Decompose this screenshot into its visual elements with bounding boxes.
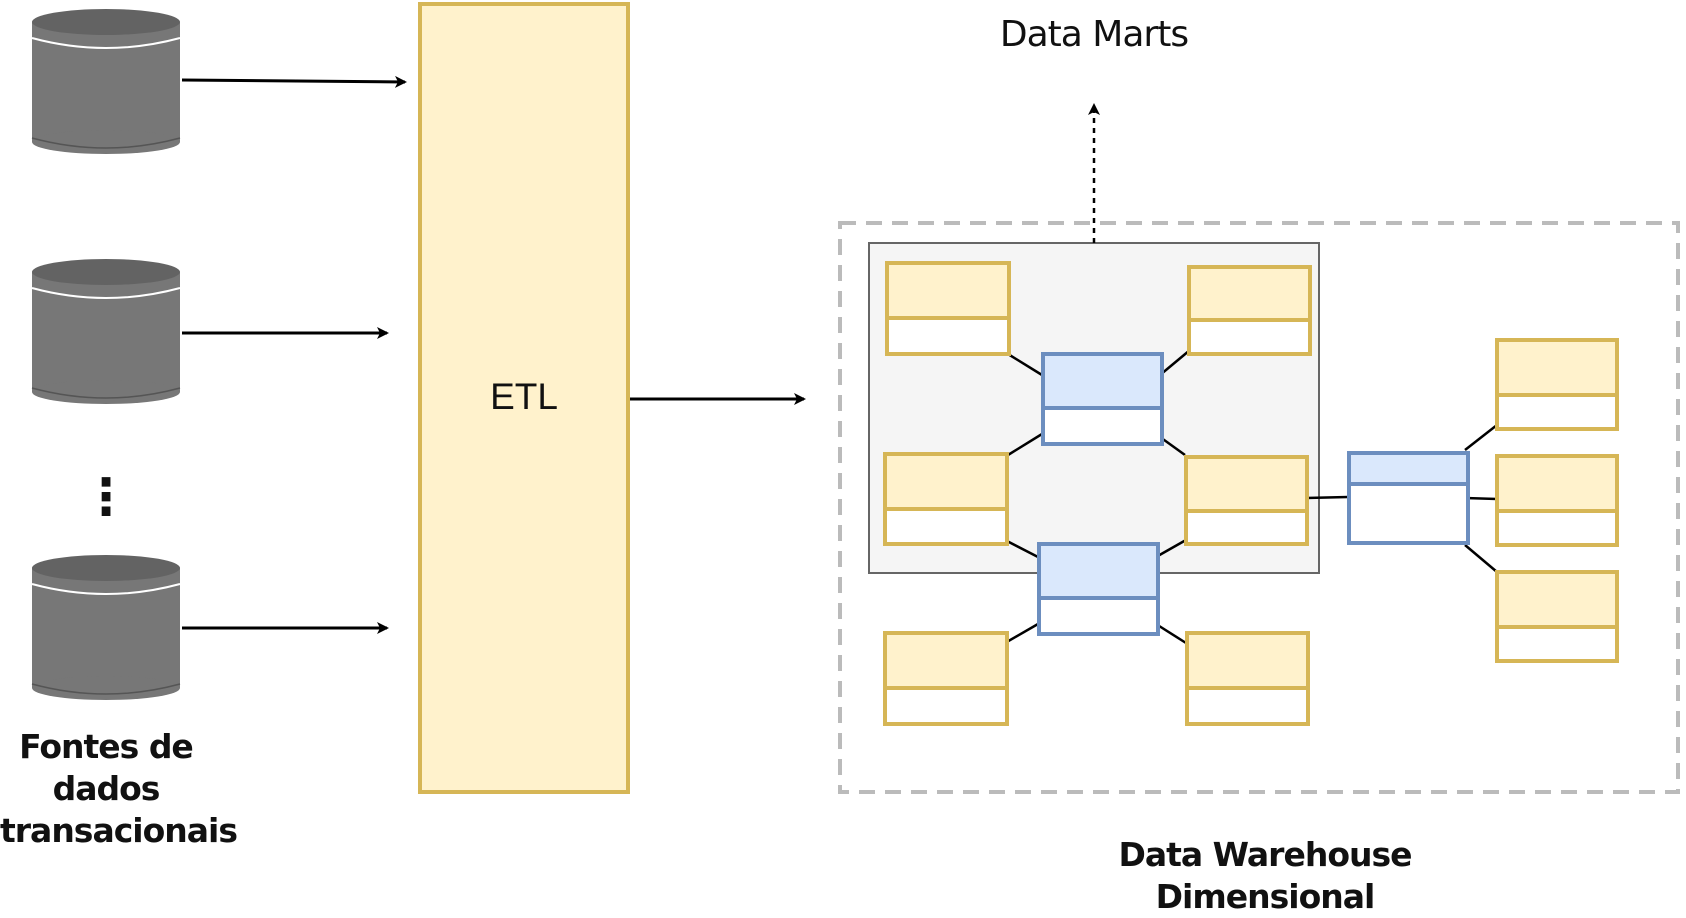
dimension-table (883, 452, 1009, 546)
etl-label: ETL (490, 376, 558, 417)
dimension-table (1495, 454, 1619, 547)
fact-table (1041, 352, 1164, 446)
sources-label: Fontes de dados transacionais (0, 726, 238, 852)
warehouse-label-line-1: Data Warehouse (1118, 835, 1412, 874)
warehouse-label: Data Warehouse Dimensional (1090, 834, 1440, 918)
data-marts-label: Data Marts (999, 14, 1189, 55)
sources-label-line-2: dados (52, 769, 161, 808)
source-database-3-icon (31, 555, 181, 700)
etl-box (418, 2, 630, 794)
source-1-to-etl-arrow (181, 75, 407, 88)
sources-label-line-1: Fontes de (19, 727, 194, 766)
dimension-table (1184, 455, 1309, 546)
sources-label-line-3: transacionais (0, 811, 238, 850)
fact-table (1347, 451, 1470, 545)
dimension-table (883, 631, 1009, 726)
source-database-2-icon (31, 259, 181, 404)
data-warehouse-boundary (838, 221, 1680, 794)
dimension-table (1185, 631, 1310, 726)
dimension-table (1495, 338, 1619, 431)
dimension-table (1187, 265, 1312, 356)
dimension-table (1495, 570, 1619, 663)
dimension-table (885, 261, 1011, 356)
source-database-1-icon (31, 9, 181, 154)
warehouse-label-line-2: Dimensional (1155, 877, 1376, 916)
relationship-lines (1004, 349, 1498, 645)
fact-table (1037, 542, 1160, 636)
sources-ellipsis: ⋮ (81, 469, 131, 525)
